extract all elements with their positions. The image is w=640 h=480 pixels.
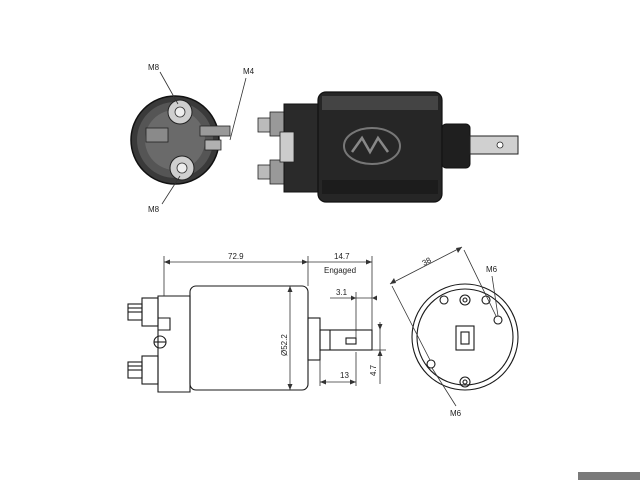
dim-angle: 38 [421,255,434,267]
label-mount-hole-bottom: M6 [450,409,462,418]
side-view-photo [257,91,519,203]
end-view-photo [130,71,247,205]
label-terminal-small: M4 [243,67,255,76]
side-dimension-drawing [127,256,386,393]
corner-accent-bar [578,472,640,480]
dim-length-body: 72.9 [228,252,244,261]
dim-diameter: Ø52.2 [280,334,289,356]
caption-engaged: Engaged [324,266,356,275]
label-terminal-bottom: M8 [148,205,160,214]
label-terminal-top: M8 [148,63,160,72]
end-dimension-drawing [389,246,519,407]
dim-length-engaged: 14.7 [334,252,350,261]
label-mount-hole-top: M6 [486,265,498,274]
dim-plunger-length: 13 [340,371,349,380]
dim-plunger-width: 4.7 [369,364,378,376]
dim-offset-small: 3.1 [336,288,348,297]
